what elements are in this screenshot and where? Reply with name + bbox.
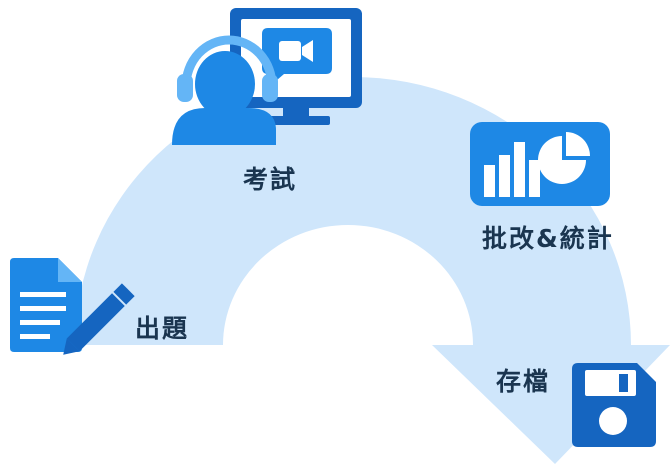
step-label-save: 存檔: [496, 367, 551, 396]
step-label-exam: 考試: [243, 165, 298, 194]
headset-user-icon: [172, 35, 278, 145]
document-pencil-icon: [10, 258, 135, 355]
bar-pie-chart-icon: [470, 122, 610, 206]
step-label-create: 出題: [135, 314, 190, 343]
step-label-grade: 批改&統計: [482, 224, 614, 253]
floppy-disk-icon: [572, 363, 656, 447]
